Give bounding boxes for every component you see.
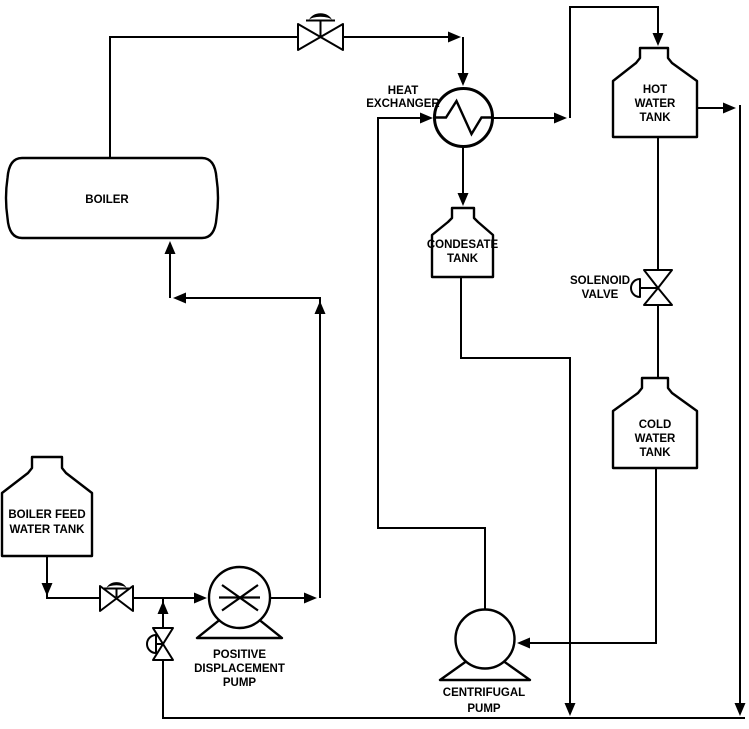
hot-water-tank-label-line1: HOT: [643, 84, 667, 96]
solenoid-valve-symbol: [630, 269, 673, 306]
cold-water-tank: [611, 376, 699, 470]
steam-valve-left-wedge: [297, 23, 322, 51]
positive-displacement-pump: [195, 565, 284, 640]
steam-valve-dome-handle-icon: [309, 13, 332, 20]
arrow-pd-pump-out: [304, 592, 317, 604]
drain-valve-bottom-wedge: [152, 643, 174, 661]
arrow-hot-tank-outlet: [723, 102, 736, 114]
pipe-centrifugal-to-hx-inlet: [377, 117, 486, 611]
arrow-feed-tank-down: [41, 583, 53, 596]
arrow-into-centrifugal: [517, 637, 530, 649]
steam-valve-right-wedge: [319, 23, 344, 51]
pipe-to-hot-water-tank: [569, 6, 659, 118]
pipe-feed-tank-drain: [46, 557, 100, 599]
arrow-condensate-down: [564, 703, 576, 716]
pd-pump-label-line1: POSITIVE: [213, 649, 266, 661]
hot-water-tank-label-line3: TANK: [639, 112, 671, 124]
pd-pump-label-line3: PUMP: [223, 677, 257, 689]
hot-water-tank-label-line2: WATER: [635, 98, 676, 110]
feed-valve-right-wedge: [115, 585, 134, 612]
pipe-condensate-drain: [460, 277, 571, 704]
boiler-vessel: [4, 156, 220, 240]
equipment-labels: BOILER HEAT EXCHANGER CONDESATE TANK HOT…: [8, 84, 676, 715]
solenoid-valve-top-wedge: [643, 269, 673, 289]
boiler-feed-water-tank: [0, 455, 94, 558]
drain-valve: [146, 627, 174, 661]
pd-pump-label-line2: DISPLACEMENT: [194, 663, 285, 675]
condensate-tank-label-line2: TANK: [447, 253, 479, 265]
arrow-into-hot-tank: [652, 33, 664, 46]
arrow-return-left: [173, 292, 186, 304]
centrifugal-pump-casing: [454, 608, 516, 670]
cold-water-tank-label-line2: WATER: [635, 433, 676, 445]
solenoid-valve-bottom-wedge: [643, 287, 673, 306]
arrow-hx-outlet: [554, 112, 567, 124]
pipe-cold-tank-to-centrifugal: [529, 468, 657, 644]
drain-valve-top-wedge: [152, 627, 174, 645]
arrow-junction-up: [157, 601, 169, 614]
cold-water-tank-label-line3: TANK: [639, 447, 671, 459]
boiler-feed-tank-label-line1: BOILER FEED: [8, 509, 85, 521]
boiler-label: BOILER: [85, 194, 129, 206]
condensate-tank: [430, 206, 495, 279]
solenoid-valve-label-line2: VALVE: [582, 289, 619, 301]
centrifugal-pump: [438, 608, 532, 682]
hot-water-tank: [611, 46, 699, 139]
boiler-feed-tank-label-line2: WATER TANK: [10, 524, 86, 536]
solenoid-valve-label-line1: SOLENOID: [570, 275, 630, 287]
pipe-boiler-return-riser: [185, 297, 321, 598]
flow-arrows: [41, 31, 746, 716]
pipe-bottom-return-line: [162, 660, 745, 719]
feed-valve: [99, 582, 134, 612]
steam-valve: [297, 13, 344, 51]
feed-valve-left-wedge: [99, 585, 118, 612]
condensate-tank-label-line1: CONDESATE: [427, 239, 499, 251]
heat-exchanger-label-line1: HEAT: [388, 85, 418, 97]
solenoid-valve-actuator-icon: [630, 278, 641, 298]
feed-valve-dome-handle-icon: [106, 582, 127, 588]
arrow-steam-right: [448, 31, 461, 43]
drain-valve-actuator-icon: [146, 634, 157, 654]
pipes: [46, 6, 745, 719]
arrow-into-boiler: [164, 241, 176, 254]
heat-exchanger-coil-icon: [435, 98, 492, 137]
arrow-into-hx-top: [457, 73, 469, 86]
centrifugal-pump-label-line2: PUMP: [467, 703, 501, 715]
arrow-into-hx-left: [420, 112, 433, 124]
cold-water-tank-label-line1: COLD: [639, 419, 672, 431]
arrow-return-riser-up: [314, 301, 326, 314]
heat-exchanger-symbol: [433, 87, 494, 148]
centrifugal-pump-label-line1: CENTRIFUGAL: [443, 687, 525, 699]
pipe-boiler-steam-riser: [109, 36, 298, 158]
arrow-into-condensate-tank: [457, 193, 469, 206]
arrow-into-pd-pump: [194, 592, 207, 604]
pd-pump-rotor-line-d2: [221, 584, 259, 612]
heat-exchanger-label-line2: EXCHANGER: [366, 98, 440, 110]
arrow-right-line-down: [734, 703, 746, 716]
